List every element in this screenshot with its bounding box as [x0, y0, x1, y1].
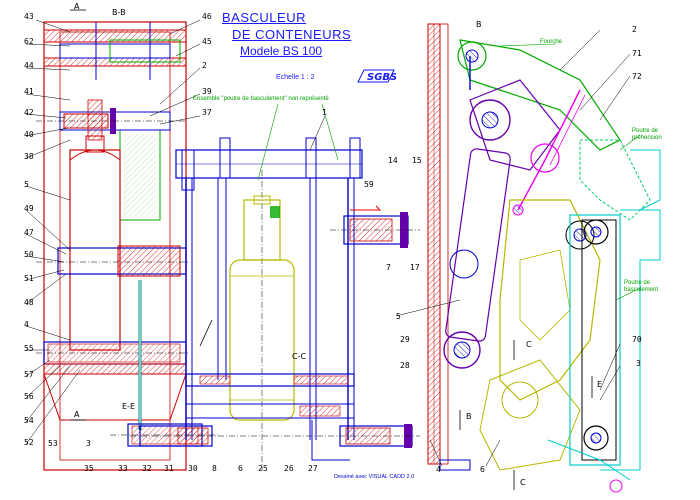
callout-2a: 2: [202, 61, 207, 70]
callout-33: 33: [118, 464, 128, 473]
section-ee: E-E: [122, 402, 135, 411]
leader-lines: [25, 19, 631, 467]
callout-47: 47: [24, 228, 34, 237]
fork-arm: [459, 39, 621, 151]
scale-label: Echelle 1 : 2: [276, 74, 315, 81]
callout-30: 30: [188, 464, 198, 473]
callout-31: 31: [164, 464, 174, 473]
section-e-right: E: [597, 380, 603, 389]
callout-48: 48: [24, 298, 34, 307]
view-bb: [36, 9, 220, 471]
section-c2: C: [520, 478, 526, 487]
label-poutre-basculement: Poutre de basculement: [624, 280, 659, 293]
callout-40: 40: [24, 130, 34, 139]
callout-55: 55: [24, 344, 34, 353]
callout-70: 70: [632, 335, 642, 344]
view-cc: [130, 137, 420, 470]
callout-56: 56: [24, 392, 34, 401]
callout-10: 8: [212, 464, 217, 473]
sgbs-logo: SGBS: [357, 69, 396, 83]
assembly-note: Ensemble "poutre de basculement" non rep…: [193, 96, 329, 102]
callout-72: 72: [632, 72, 642, 81]
callout-53: 53: [48, 439, 58, 448]
callout-71: 71: [632, 49, 642, 58]
callout-44: 44: [24, 61, 34, 70]
callout-2b: 2: [632, 25, 637, 34]
callout-42: 42: [24, 108, 34, 117]
callout-35: 35: [84, 464, 94, 473]
callout-6b: 6: [480, 465, 485, 474]
callout-6a: 6: [238, 464, 243, 473]
callout-51: 51: [24, 274, 34, 283]
callout-49: 49: [24, 204, 34, 213]
callout-3b: 3: [636, 359, 641, 368]
callout-43: 43: [24, 12, 34, 21]
callout-32: 32: [142, 464, 152, 473]
callout-3a: 3: [86, 439, 91, 448]
section-b-right: B: [476, 20, 482, 29]
title-line1: BASCULEUR: [222, 10, 306, 25]
label-poutre-prehension: Poutre de préhension: [632, 128, 662, 141]
callout-27: 27: [308, 464, 318, 473]
callout-1: 1: [322, 108, 327, 117]
label-fourche: Fourche: [540, 39, 563, 45]
cylinder-body: [69, 149, 121, 351]
tilting-beam: [569, 214, 621, 466]
callout-26: 26: [284, 464, 294, 473]
callout-15: 15: [412, 156, 422, 165]
callout-59: 59: [364, 180, 374, 189]
view-side: [427, 23, 661, 493]
section-bb: B-B: [112, 8, 126, 17]
callout-5b: 5: [396, 312, 401, 321]
title-line2: DE CONTENEURS: [232, 27, 352, 42]
callout-17: 17: [410, 263, 420, 272]
callout-4b: 4: [436, 465, 441, 474]
section-c1: C: [526, 340, 532, 349]
callout-62: 62: [24, 37, 34, 46]
callout-52: 52: [24, 438, 34, 447]
section-b-bottom: B: [466, 412, 472, 421]
callout-14: 14: [388, 156, 398, 165]
callout-50: 50: [24, 250, 34, 259]
logo-text: SGBS: [367, 72, 396, 83]
callout-57: 57: [24, 370, 34, 379]
drawn-with-label: Dessiné avec VISUAL CADD 2.0: [334, 474, 415, 480]
callout-46: 46: [202, 12, 212, 21]
callout-28: 28: [400, 361, 410, 370]
callout-54: 54: [24, 416, 34, 425]
section-cc: C-C: [292, 352, 307, 361]
tilt-body: [499, 199, 601, 401]
callout-4a: 4: [24, 320, 29, 329]
callout-29: 29: [400, 335, 410, 344]
section-a-top: A: [74, 2, 80, 11]
title-model: Modele BS 100: [240, 44, 323, 58]
callout-38: 38: [24, 152, 34, 161]
callout-41: 41: [24, 87, 34, 96]
callout-45: 45: [202, 37, 212, 46]
section-a-bottom: A: [74, 410, 80, 419]
callout-5a: 5: [24, 180, 29, 189]
callout-37: 37: [202, 108, 212, 117]
callout-7: 7: [386, 263, 391, 272]
callout-39: 39: [202, 87, 212, 96]
callout-25: 25: [258, 464, 268, 473]
